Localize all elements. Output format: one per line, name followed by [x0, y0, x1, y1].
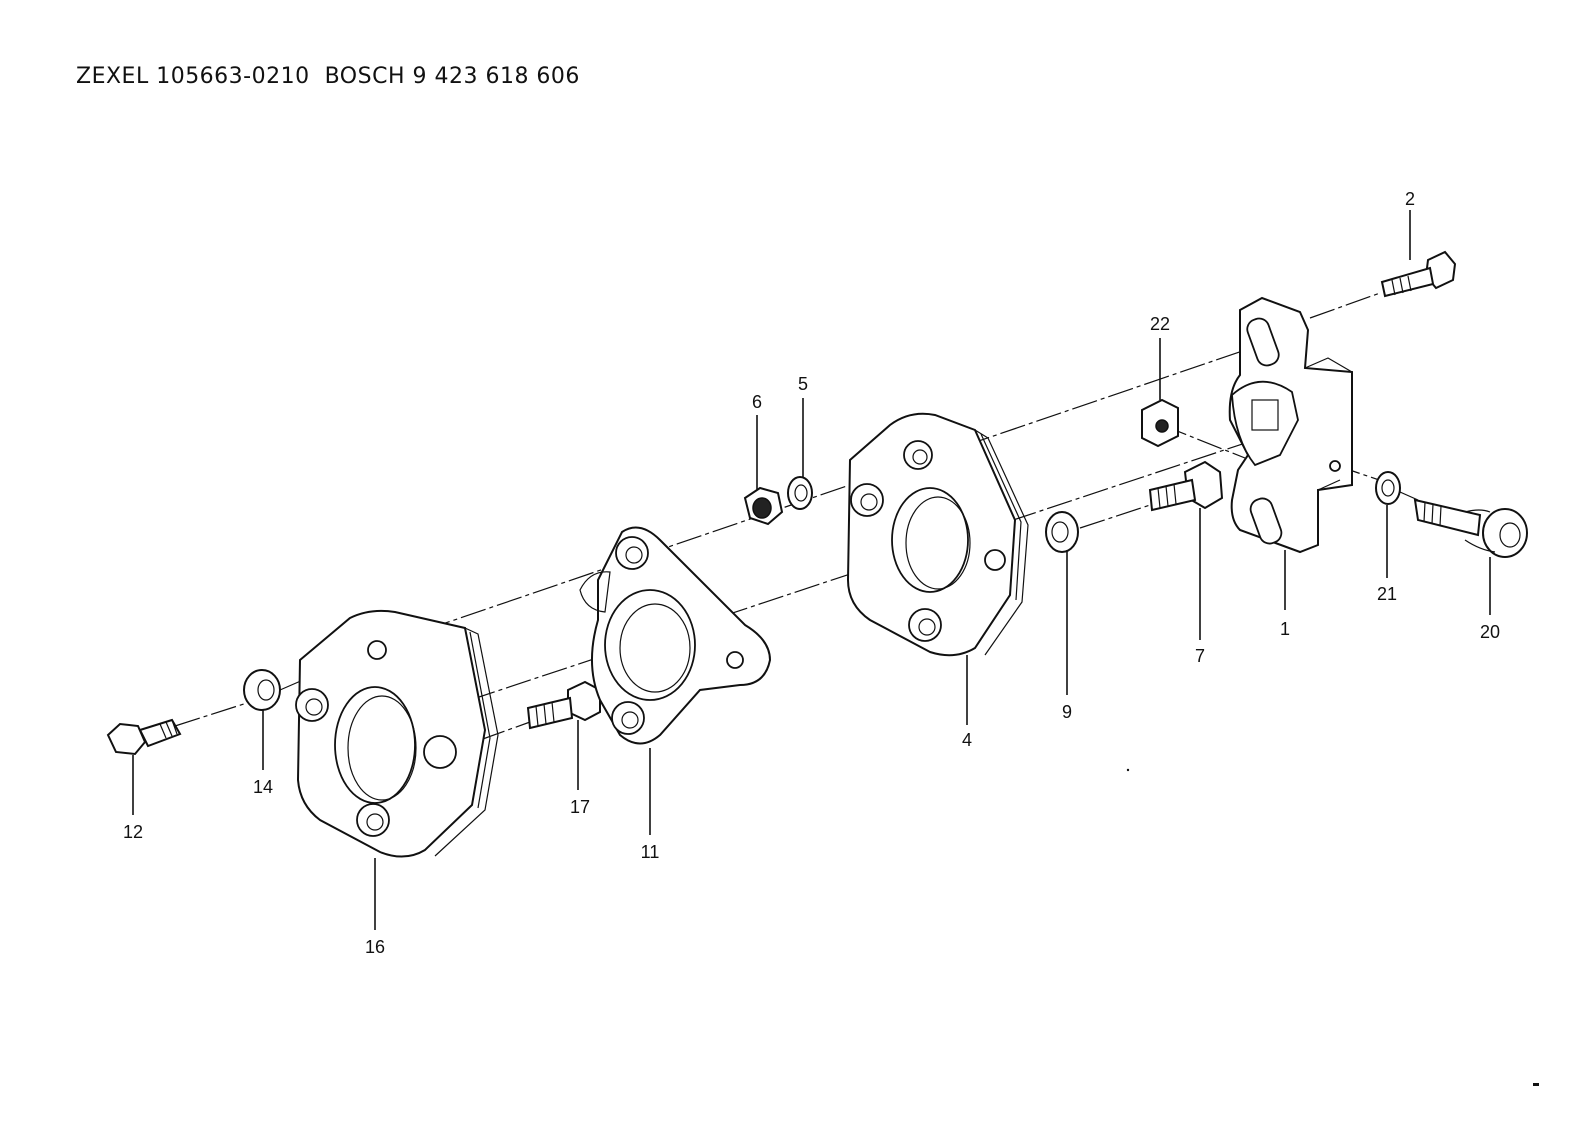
leader-lines — [132, 210, 1491, 930]
callout-12: 12 — [123, 822, 143, 842]
flange-16-bore — [334, 686, 416, 804]
axis-line-bolt-17 — [479, 721, 531, 741]
housing-11-bore — [604, 589, 696, 701]
axis-line-bolt-12 — [174, 701, 251, 727]
part-2-hex-bolt — [1380, 250, 1457, 298]
part-21-washer — [1375, 471, 1401, 505]
flange-16-hole-d — [356, 803, 390, 837]
callout-2: 2 — [1405, 189, 1415, 209]
axis-line-washer-9 — [1079, 504, 1151, 529]
part-7-bolt — [1148, 460, 1224, 512]
callout-9: 9 — [1062, 702, 1072, 722]
callout-22: 22 — [1150, 314, 1170, 334]
callout-11: 11 — [641, 842, 660, 862]
axis-line-bolt-2 — [1309, 292, 1381, 319]
flange-16-hole-b — [367, 640, 387, 660]
callout-labels: 1 2 4 5 6 7 9 11 12 14 16 17 20 21 22 — [123, 189, 1500, 957]
part-16-flange-plate — [295, 609, 499, 858]
part-9-washer — [1045, 511, 1079, 553]
corner-mark — [1533, 1083, 1539, 1086]
part-20-socket-bolt — [1413, 498, 1528, 558]
part-1-bracket — [1228, 296, 1353, 554]
callout-1: 1 — [1280, 619, 1290, 639]
callout-4: 4 — [962, 730, 972, 750]
part-4-flange-plate — [846, 412, 1029, 657]
callout-16: 16 — [365, 937, 385, 957]
diagram-title: ZEXEL 105663-0210 BOSCH 9 423 618 606 — [76, 64, 580, 89]
axis-line-main — [469, 414, 1331, 701]
callout-20: 20 — [1480, 622, 1500, 642]
flange-4-bore — [891, 487, 969, 593]
part-17-bolt — [526, 680, 601, 730]
part-5-lock-washer — [787, 476, 813, 510]
part-22-square-nut — [1141, 398, 1179, 448]
stray-dot — [1126, 768, 1130, 772]
part-6-nut — [743, 486, 784, 526]
axis-line-bolt-20 — [1399, 491, 1419, 501]
flange-16-hole-a — [295, 688, 329, 722]
axis-line-upper — [424, 344, 1261, 631]
callout-21: 21 — [1377, 584, 1397, 604]
flange-16-hole-c — [423, 735, 457, 769]
callout-6: 6 — [752, 392, 762, 412]
callout-5: 5 — [798, 374, 808, 394]
callout-7: 7 — [1195, 646, 1205, 666]
part-11-housing — [579, 526, 772, 745]
part-12-hex-bolt — [106, 718, 182, 756]
callout-14: 14 — [253, 777, 273, 797]
callout-17: 17 — [570, 797, 590, 817]
part-14-washer — [243, 669, 281, 711]
